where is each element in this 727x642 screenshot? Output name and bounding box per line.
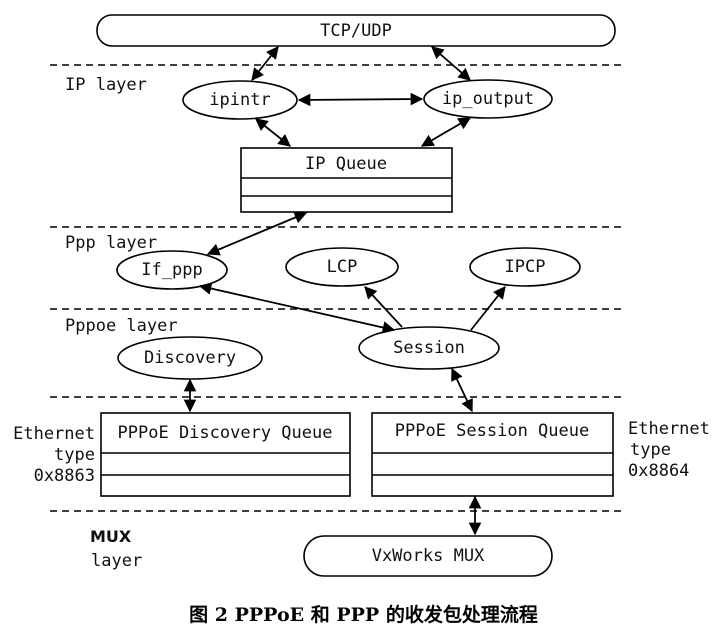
mux-layer-label-line1: MUX	[90, 527, 132, 546]
ethernet-left-line2: type	[54, 445, 95, 465]
ethernet-right-label: Ethernet type 0x8864	[628, 419, 720, 482]
vxworks-mux-label: VxWorks MUX	[371, 546, 485, 566]
ethernet-left-line3: 0x8863	[33, 466, 95, 486]
ethernet-left-line1: Ethernet	[13, 424, 95, 444]
ipintr-ellipse	[182, 80, 298, 120]
session-ellipse	[358, 326, 500, 370]
ip-queue-label: IP Queue	[305, 154, 387, 174]
vxworks-mux-box	[303, 535, 553, 577]
arrow-ipintr-ipqueue	[255, 118, 291, 147]
if-ppp-label: If_ppp	[141, 260, 203, 280]
pppoe-layer-label: Pppoe layer	[65, 316, 178, 336]
ethernet-right-line2: type	[630, 440, 671, 460]
tcp-udp-box	[96, 14, 616, 47]
arrow-ipqueue-ifppp	[206, 211, 308, 256]
arrow-session-queue	[451, 367, 473, 413]
ip-output-ellipse	[423, 79, 553, 119]
discovery-label: Discovery	[143, 348, 237, 368]
ip-output-label: ip_output	[441, 89, 535, 109]
pppoe-discovery-queue-box	[100, 412, 351, 497]
pppoe-session-queue-box	[371, 412, 614, 497]
arrow-ifppp-session	[198, 282, 396, 334]
ip-layer-label: IP layer	[65, 75, 147, 95]
ipintr-label: ipintr	[209, 90, 271, 110]
ip-queue-box	[240, 147, 453, 213]
lcp-label: LCP	[326, 257, 358, 277]
ipcp-label: IPCP	[504, 257, 546, 277]
arrow-tcp-ipoutput	[431, 46, 471, 81]
tcp-udp-label: TCP/UDP	[320, 21, 392, 41]
if-ppp-ellipse	[116, 250, 228, 290]
arrow-session-ipcp	[470, 286, 506, 331]
ipcp-ellipse	[469, 247, 581, 287]
ethernet-right-line1: Ethernet	[628, 419, 710, 439]
ethernet-left-label: Ethernet type 0x8863	[5, 424, 95, 487]
figure-caption: 图 2 PPPoE 和 PPP 的收发包处理流程	[189, 604, 538, 626]
arrow-tcp-ipintr	[251, 46, 279, 81]
mux-layer-label-line2: layer	[91, 551, 143, 571]
session-label: Session	[393, 338, 465, 358]
arrow-ipintr-ipoutput	[297, 92, 424, 107]
pppoe-session-queue-label: PPPoE Session Queue	[394, 421, 590, 441]
arrow-lcp-session	[364, 286, 403, 328]
arrow-ipoutput-ipqueue	[420, 117, 472, 147]
ppp-layer-label: Ppp layer	[65, 233, 158, 253]
ethernet-right-line3: 0x8864	[628, 461, 690, 481]
pppoe-discovery-queue-label: PPPoE Discovery Queue	[117, 423, 333, 443]
